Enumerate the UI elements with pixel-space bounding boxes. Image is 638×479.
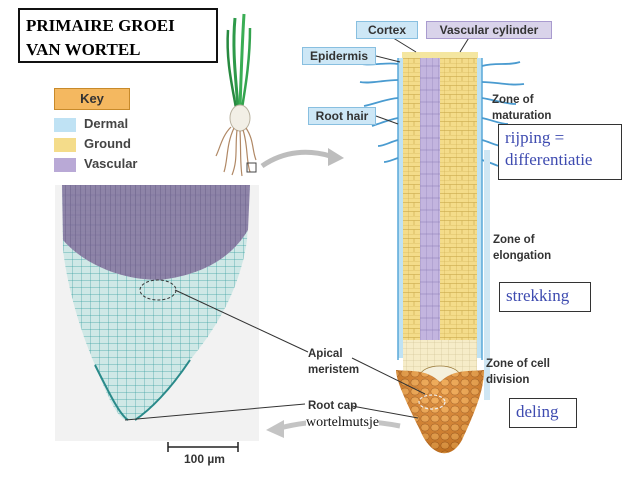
- root-cap-label: Root cap: [308, 400, 358, 412]
- key-label-ground: Ground: [84, 136, 131, 151]
- zone-division-line-1: Zone of cell: [486, 358, 550, 370]
- root-hairs: [359, 61, 525, 167]
- apical-meristem-label: Apical meristem: [308, 346, 368, 378]
- key-label-vascular: Vascular: [84, 156, 138, 171]
- apical-meristem-line-2: meristem: [308, 364, 360, 376]
- vascular-cylinder-label: Vascular cylinder: [426, 21, 552, 39]
- leader-lines: [124, 35, 471, 421]
- title-line-1: PRIMAIRE GROEI: [26, 16, 175, 35]
- scale-bar-label: 100 µm: [184, 452, 225, 466]
- cortex-label: Cortex: [356, 21, 418, 39]
- key-item-vascular: Vascular: [54, 156, 138, 172]
- zone-maturation-line-1: Zone of: [492, 94, 534, 106]
- deling-box: deling: [509, 398, 577, 428]
- micrograph: [55, 185, 259, 441]
- zone-division-label: Zone of cell division: [486, 356, 586, 388]
- wortelmutsje-label: wortelmutsje: [306, 415, 380, 431]
- rijping-box: rijping = differentiatie: [498, 124, 622, 180]
- zone-elongation-line-1: Zone of: [493, 234, 535, 246]
- zone-elongation-label: Zone of elongation: [493, 232, 583, 264]
- zoom-arrow: [260, 149, 331, 169]
- ground-swatch: [54, 137, 76, 152]
- dermal-swatch: [54, 117, 76, 132]
- key-legend: Key Dermal Ground Vascular: [42, 88, 212, 184]
- zoom-arrowhead: [328, 148, 344, 166]
- zone-maturation-label: Zone of maturation: [492, 92, 582, 124]
- seedling-illustration: [215, 13, 257, 177]
- key-label-dermal: Dermal: [84, 116, 129, 131]
- zone-division-line-2: division: [486, 374, 530, 386]
- zone-elongation-line-2: elongation: [493, 250, 552, 262]
- rijping-line-2: differentiatie: [505, 150, 593, 169]
- key-item-ground: Ground: [54, 136, 131, 152]
- strekking-box: strekking: [499, 282, 591, 312]
- title-line-2: VAN WORTEL: [26, 40, 141, 59]
- key-item-dermal: Dermal: [54, 116, 128, 132]
- scale-bar: [167, 442, 239, 452]
- apical-meristem-line-1: Apical: [308, 348, 343, 360]
- title-box: PRIMAIRE GROEI VAN WORTEL: [18, 8, 218, 63]
- epidermis-label: Epidermis: [302, 47, 376, 65]
- compare-arrowhead: [266, 420, 284, 438]
- root-hair-label: Root hair: [308, 107, 376, 125]
- key-title: Key: [54, 88, 130, 110]
- vascular-swatch: [54, 157, 76, 172]
- zone-bracket: [484, 150, 490, 400]
- rijping-line-1: rijping =: [505, 128, 565, 147]
- zone-maturation-line-2: maturation: [492, 110, 552, 122]
